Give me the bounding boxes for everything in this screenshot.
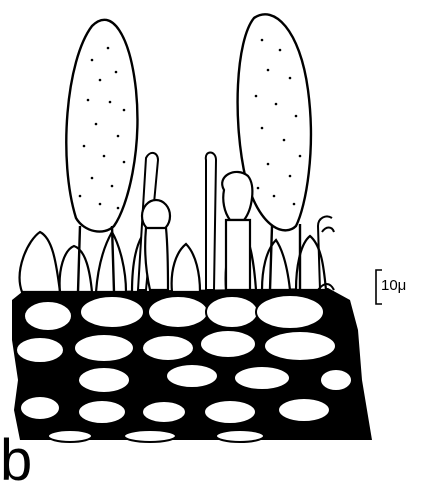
surface-cells <box>20 226 326 292</box>
scale-bar-label: 10μ <box>381 277 406 294</box>
panel-label: b <box>0 432 32 490</box>
